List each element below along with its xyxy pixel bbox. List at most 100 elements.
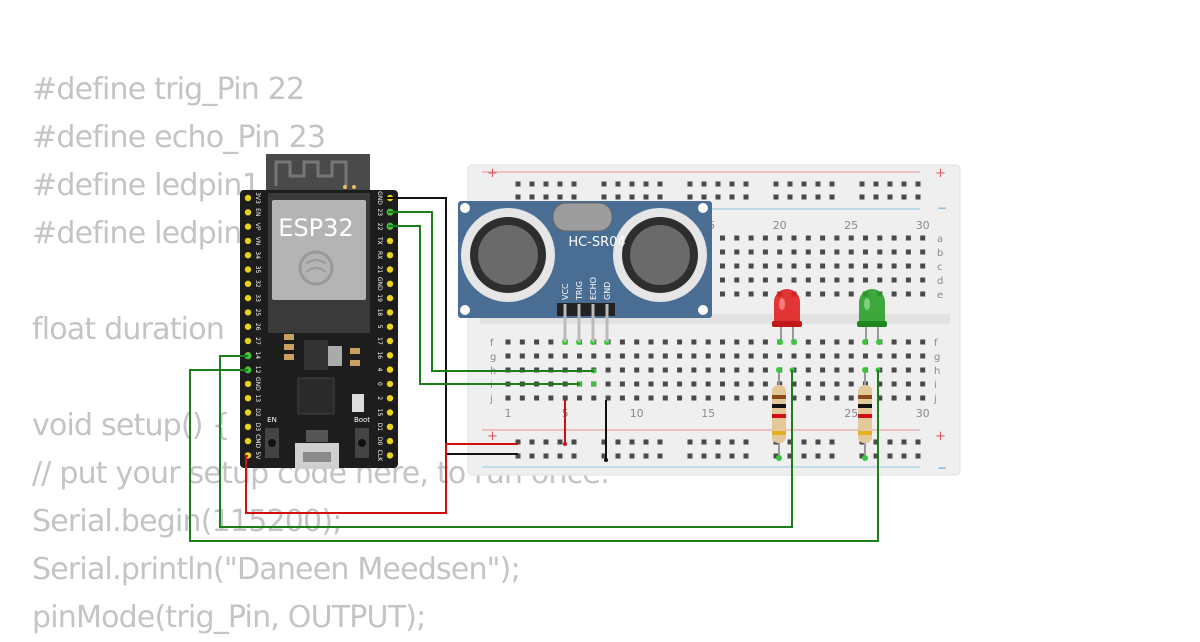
sensor-pin-label: GND — [603, 282, 612, 300]
sensor-pin-label: ECHO — [589, 277, 598, 300]
row-letter: j — [489, 394, 493, 405]
esp32-left-pin-label: 3V3 — [254, 192, 261, 204]
esp32-left-pin-label: 26 — [254, 323, 261, 331]
ultrasonic-sensor[interactable]: HC-SR04 VCC TRIG ECHO GND — [458, 201, 712, 342]
resistor-2[interactable] — [858, 367, 872, 461]
esp32-right-pin-label: RX — [376, 251, 383, 259]
sensor-pins: VCC TRIG ECHO GND — [561, 277, 612, 342]
code-line: Serial.begin(115200); — [32, 504, 342, 539]
resistor-1[interactable] — [772, 367, 786, 461]
esp32-left-pin-label: 13 — [254, 394, 261, 402]
wire-red-5v — [245, 443, 518, 514]
esp32-left-pin-label: 14 — [254, 351, 261, 359]
esp32-right-pin-label: GND — [376, 191, 383, 205]
row-letter: f — [490, 338, 494, 349]
row-letter: b — [937, 248, 943, 259]
sensor-label: HC-SR04 — [568, 235, 625, 250]
row-letter: f — [934, 338, 938, 349]
wire-green-trig — [388, 225, 580, 385]
column-number-bottom: 10 — [630, 407, 644, 420]
column-number-bottom: 25 — [844, 407, 858, 420]
esp32-left-pin-label: VP — [254, 223, 261, 231]
rail-plus-label: + — [935, 429, 946, 444]
esp32-left-pin-label: D3 — [254, 423, 261, 432]
column-number-top: 25 — [844, 219, 858, 232]
column-number-bottom: 15 — [701, 407, 715, 420]
led-green[interactable] — [857, 289, 887, 345]
code-line: Serial.println("Daneen Meedsen"); — [32, 552, 521, 587]
esp32-left-pin-label: 34 — [254, 251, 261, 259]
esp32-right-pin-label: 17 — [376, 337, 383, 345]
code-line: #define ledpin — [32, 216, 242, 251]
led-red[interactable] — [772, 289, 802, 345]
esp32-right-pin-label: 19 — [376, 294, 383, 302]
code-editor-background: #define trig_Pin 22 #define echo_Pin 23 #d… — [32, 66, 732, 642]
code-line: pinMode(trig_Pin, OUTPUT); — [32, 600, 426, 635]
esp32-left-pin-label: CMD — [254, 434, 261, 448]
esp32-right-pin-label: 22 — [376, 223, 383, 231]
wire-green-led-red — [219, 355, 793, 528]
esp32-right-pin-label: 4 — [376, 368, 383, 372]
esp32-left-pin-label: 25 — [254, 309, 261, 317]
esp32-right-pin-label: 5 — [376, 325, 383, 329]
esp32-right-pin-label: 18 — [376, 309, 383, 317]
row-letter: i — [934, 380, 937, 391]
code-line: float duration — [32, 312, 225, 347]
esp32-left-pin-label: 32 — [254, 280, 261, 288]
esp32-left-pin-label: 5V — [254, 451, 261, 460]
esp32-left-pin-label: 12 — [254, 366, 261, 374]
esp32-left-pin-label: 33 — [254, 294, 261, 302]
row-letter: g — [934, 352, 940, 363]
esp32-right-pin-label: 15 — [376, 409, 383, 417]
esp32-right-pin-label: D1 — [376, 423, 383, 432]
column-number-bottom: 30 — [916, 407, 930, 420]
row-letter: a — [937, 234, 943, 245]
esp32-right-pin-label: 21 — [376, 266, 383, 274]
code-line: #define trig_Pin 22 — [32, 72, 305, 107]
wire-black-gnd — [384, 197, 518, 455]
esp32-pins: 3V3ENVPVN343532332526271412GND13D2D3CMD5… — [244, 191, 394, 463]
column-number-top: 30 — [916, 219, 930, 232]
esp32-right-pin-label: 2 — [376, 396, 383, 400]
esp32-right-pin-label: D0 — [376, 437, 383, 446]
esp32-left-pin-label: 35 — [254, 266, 261, 274]
esp32-right-pin-label: GND — [376, 277, 383, 291]
sensor-pin-label: TRIG — [575, 281, 584, 301]
esp32-right-pin-label: CLK — [376, 450, 383, 463]
esp32-label: ESP32 — [278, 214, 353, 242]
row-letter: i — [490, 380, 493, 391]
row-letter: e — [937, 290, 943, 301]
esp32-right-pin-label: 0 — [376, 382, 383, 386]
row-letter: j — [933, 394, 937, 405]
wire-green-led-green — [189, 369, 879, 542]
esp32-left-pin-label: GND — [254, 377, 261, 391]
esp32-left-pin-label: VN — [254, 237, 261, 246]
esp32-right-pin-label: 23 — [376, 208, 383, 216]
row-letter: h — [934, 366, 940, 377]
wire-green-echo — [388, 211, 594, 372]
sensor-pin-label: VCC — [561, 283, 570, 300]
row-letter: g — [490, 352, 496, 363]
column-number-bottom: 1 — [505, 407, 512, 420]
en-label: EN — [267, 416, 277, 424]
esp32-right-pin-label: 16 — [376, 351, 383, 359]
row-letter: d — [937, 276, 943, 287]
code-line: // put your setup code here, to run once… — [32, 456, 610, 491]
rail-plus-label: + — [935, 166, 946, 181]
rail-plus-label: + — [487, 166, 498, 181]
rail-minus-label: − — [937, 201, 947, 215]
boot-label: Boot — [354, 416, 370, 424]
esp32-left-pin-label: 27 — [254, 337, 261, 345]
column-number-top: 20 — [773, 219, 787, 232]
code-line: #define ledpin1 — [32, 168, 261, 203]
code-line: void setup() { — [32, 408, 231, 443]
wires — [189, 197, 879, 542]
code-line: #define echo_Pin 23 — [32, 120, 326, 155]
rail-plus-label: + — [487, 429, 498, 444]
esp32-left-pin-label: EN — [254, 208, 261, 216]
esp32-board[interactable]: ESP32 3V3ENVPVN343532332526271412GND13D2… — [240, 154, 398, 469]
esp32-right-pin-label: TX — [376, 236, 383, 245]
rail-minus-label: − — [937, 461, 947, 475]
esp32-left-pin-label: D2 — [254, 408, 261, 417]
